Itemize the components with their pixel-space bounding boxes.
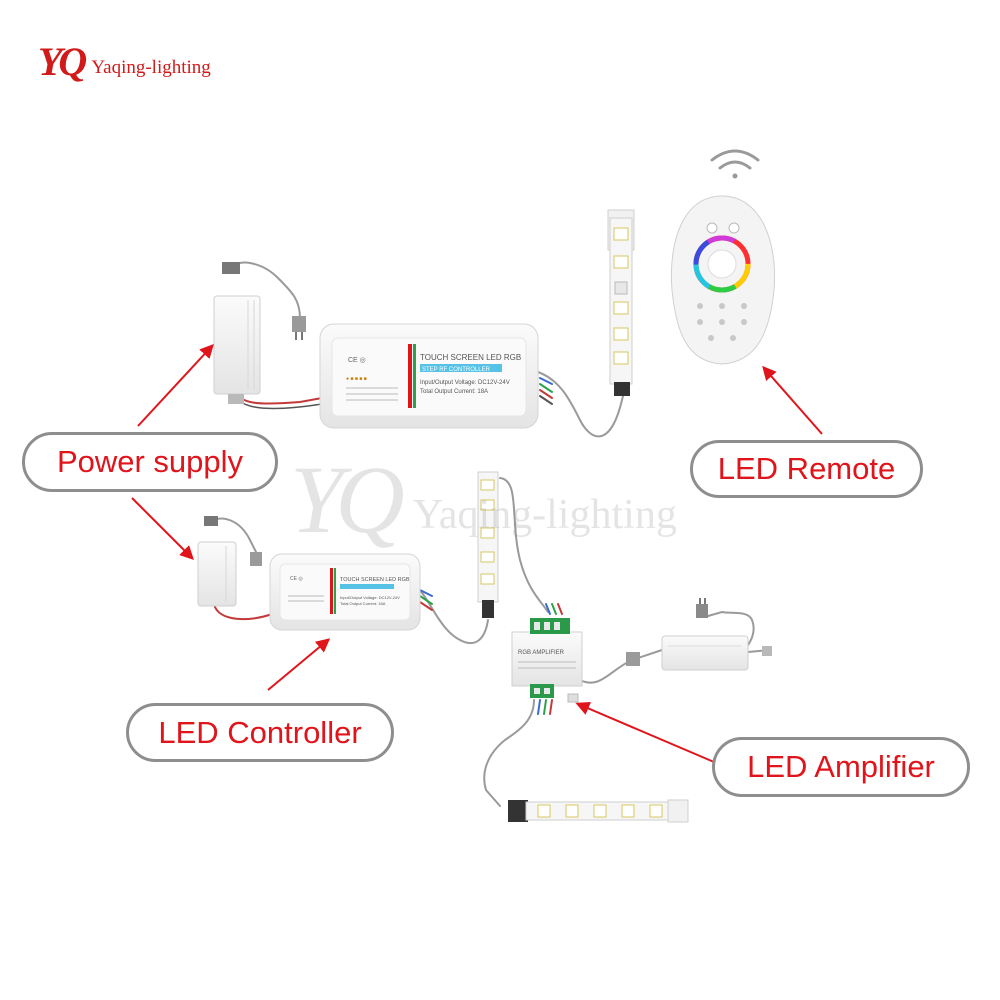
controller-1-current: Total Output Current: 18A xyxy=(420,389,488,395)
led-remote-device xyxy=(670,195,776,365)
label-led-amplifier: LED Amplifier xyxy=(712,737,970,797)
controller-2-voltage: Input/Output Voltage: DC12V-24V xyxy=(340,595,400,600)
controller-1-title: TOUCH SCREEN LED RGB xyxy=(420,353,521,362)
arrow-power-supply-1 xyxy=(137,343,214,427)
power-supply-3 xyxy=(626,598,772,671)
arrow-led-amplifier xyxy=(575,701,715,763)
brand-logo: YQ Yaqing-lighting xyxy=(38,42,211,82)
svg-text:CE ◎: CE ◎ xyxy=(348,357,366,364)
controller-1-voltage: Input/Output Voltage: DC12V-24V xyxy=(420,380,510,386)
arrow-led-controller xyxy=(267,638,331,691)
label-led-remote: LED Remote xyxy=(690,440,923,498)
label-led-controller: LED Controller xyxy=(126,703,394,762)
label-power-supply: Power supply xyxy=(22,432,278,492)
pointer-arrows xyxy=(131,343,823,763)
arrow-led-remote xyxy=(762,365,823,435)
led-amplifier-device: RGB AMPLIFIER xyxy=(511,618,583,703)
power-supply-1 xyxy=(213,262,306,404)
led-strip-1 xyxy=(607,209,635,396)
amplifier-title: RGB AMPLIFIER xyxy=(518,650,565,656)
led-strip-3 xyxy=(508,799,689,823)
led-strip-2 xyxy=(477,471,499,618)
arrow-power-supply-2 xyxy=(131,497,194,560)
brand-logo-mark: YQ xyxy=(38,39,87,84)
svg-text:CE ◎: CE ◎ xyxy=(290,576,303,582)
power-supply-2 xyxy=(197,516,262,607)
controller-2-title: TOUCH SCREEN LED RGB xyxy=(340,577,410,583)
wifi-signal-icon xyxy=(710,149,760,179)
led-controller-2: CE ◎ TOUCH SCREEN LED RGB Input/Output V… xyxy=(269,553,421,631)
led-controller-1: CE ◎ ● ■ ■ ■ ■ TOUCH SCREEN LED RGB STEP… xyxy=(319,323,539,429)
wires xyxy=(209,261,771,807)
controller-1-subtitle: STEP RF CONTROLLER xyxy=(422,367,491,373)
controller-2-current: Total Output Current: 18A xyxy=(340,601,386,606)
brand-name: Yaqing-lighting xyxy=(91,57,211,78)
svg-text:● ■ ■ ■ ■: ● ■ ■ ■ ■ xyxy=(346,376,367,382)
